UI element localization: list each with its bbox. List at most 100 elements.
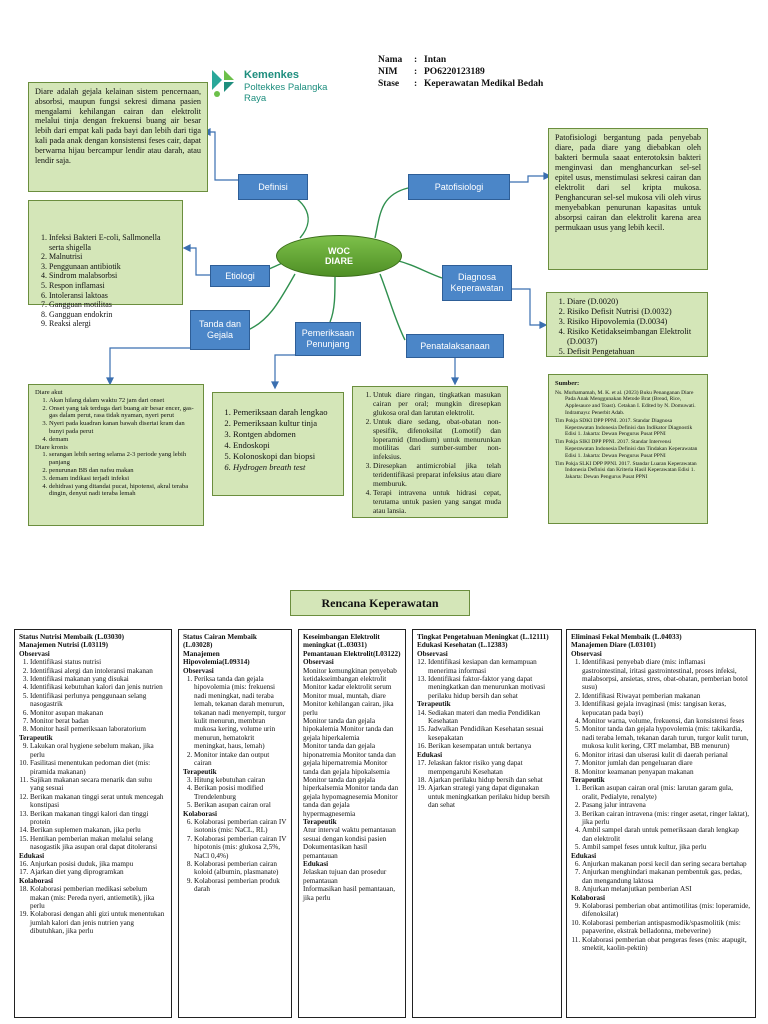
list-item: Kolaborasi pemberian cairan IV hipotonis… [194,835,287,860]
node-diagnosa[interactable]: Diagnosa Keperawatan [442,265,512,301]
column-heading: Status Nutrisi Membaik (L.03030) [19,633,125,641]
list-item: dehidrasi yang ditandai pucat, hipotensi… [49,483,197,499]
list-item: Berikan asupan cairan oral (mis: larutan… [582,784,751,801]
node-pemeriksaan[interactable]: Pemeriksaan Penunjang [295,322,361,356]
list-item: Diresepkan antimicrobial jika telah teri… [373,461,501,489]
list-item: Ambil sampel darah untuk pemeriksaan dar… [582,826,751,843]
etiologi-box: Infeksi Bakteri E-coli, Sallmonella sert… [28,200,183,328]
node-definisi[interactable]: Definisi [238,174,308,200]
node-patofisiologi[interactable]: Patofisiologi [408,174,510,200]
section-list: Kolaborasi pemberian cairan IV isotonis … [183,818,287,894]
diare-akut-list: Akan hilang dalam waktu 72 jam dari onse… [35,397,197,444]
student-name: Intan [424,55,447,65]
list-item: Gangguan motilitas [49,300,176,310]
list-item: Monitor jumlah dan pengeluaran diare [582,759,751,767]
section-label: Terapeutik [183,767,217,776]
list-item: Hitung kebutuhan cairan [194,776,287,784]
list-item: Kolaborasi pemberian antispasmodik/spasm… [582,919,751,936]
list-item: Identifikasi makanan yang disukai [30,675,167,683]
list-item: Monitor tanda dan gejala hipokalemia Mon… [303,717,394,742]
list-item: Pemeriksaan kultur tinja [233,418,337,429]
section-list: Periksa tanda dan gejala hipovolemia (mi… [183,675,287,767]
list-item: Pemeriksaan darah lengkao [233,407,337,418]
list-item: Diare (D.0020) [567,297,701,307]
list-item: Periksa tanda dan gejala hipovolemia (mi… [194,675,287,751]
list-item: Anjurkan posisi duduk, jika mampu [30,860,167,868]
list-item: Monitor kadar elektrolit serum [303,683,392,692]
penatalaksanaan-box: Untuk diare ringan, tingkatkan masukan c… [352,386,508,518]
node-penatalaksanaan[interactable]: Penatalaksanaan [406,334,504,358]
sumber-title: Sumber: [555,380,580,387]
list-item: Identifikasi alergi dan intoleransi maka… [30,667,167,675]
list-item: Penggunaan antibiotik [49,262,176,272]
list-item: Endoskopi [233,440,337,451]
list-item: Sindrom malabsorbsi [49,271,176,281]
list-item: Ajarkan strategi yang dapat digunakan un… [428,784,557,809]
list-item: Sajikan makanan secara menarik dan suhu … [30,776,167,793]
list-item: Risiko Defisit Nutrisi (D.0032) [567,307,701,317]
column-heading: Eliminasi Fekal Membaik (L.04033) [571,633,682,641]
arrow-patofisiologi [510,175,544,183]
arrow-tanda [109,347,190,378]
list-item: Monitor intake dan output cairan [194,751,287,768]
list-item: Gangguan endokrin [49,310,176,320]
column-heading: Manajemen Nutrisi (L03119) [19,641,109,650]
section-list: Kolaborasi pemberian medikasi sebelum ma… [19,885,167,935]
list-item: Berikan posisi modified Trendelenburg [194,784,287,801]
list-item: Anjurkan melanjutkan pemberian ASI [582,885,751,893]
section-label: Observasi [571,649,602,658]
student-info: Nama:Intan NIM:PO6220123189 Stase:Kepera… [378,55,544,89]
penatalaksanaan-list: Untuk diare ringan, tingkatkan masukan c… [359,390,501,516]
section-list: Sediakan materi dan media Pendidikan Kes… [417,709,557,751]
list-item: Monitor asupan makanan [30,709,167,717]
list-item: Identifikasi gejala invaginasi (mis: tan… [582,700,751,717]
list-item: Fasilitasi menentukan pedoman diet (mis:… [30,759,167,776]
branch-pemeriksaan [329,276,336,323]
section-label: Terapeutik [303,817,337,826]
list-item: Dokumentasikan hasil pemantauan [303,843,368,860]
section-list: Anjurkan posisi duduk, jika mampuAjarkan… [19,860,167,877]
list-item: Kolaborasi dengan ahli gizi untuk menent… [30,910,167,935]
section-list: Identifikasi penyebab diare (mis: inflam… [571,658,751,776]
kemenkes-logo: Kemenkes Poltekkes Palangka Raya [206,66,346,104]
list-item: Risiko Ketidakseimbangan Elektrolit (D.0… [567,327,701,347]
list-item: Ajarkan diet yang diprogramkan [30,868,167,876]
section-list: Berikan asupan cairan oral (mis: larutan… [571,784,751,851]
node-tanda[interactable]: Tanda dan Gejala [190,310,250,350]
section-label: Observasi [303,658,334,667]
list-item: Infeksi Bakteri E-coli, Sallmonella sert… [49,233,176,252]
rencana-column-5: Eliminasi Fekal Membaik (L.04033)Manajem… [566,629,756,1018]
list-item: Akan hilang dalam waktu 72 jam dari onse… [49,397,197,405]
patofisiologi-box: Patofisiologi bergantung pada penyebab d… [548,128,708,270]
rencana-column-1: Status Nutrisi Membaik (L.03030)Manajeme… [14,629,172,1018]
arrow-definisi [210,131,238,181]
list-item: Identifikasi Riwayat pemberian makanan [582,692,751,700]
list-item: Hydrogen breath test [233,462,337,473]
rencana-column-2: Status Cairan Membaik (L.03028)Manajemen… [178,629,292,1018]
node-etiologi[interactable]: Etiologi [210,265,270,287]
list-item: Monitor warna, volume, frekuensi, dan ko… [582,717,751,725]
section-list: Hitung kebutuhan cairanBerikan posisi mo… [183,776,287,810]
list-item: Anjurkan makanan porsi kecil dan sering … [582,860,751,868]
list-item: Intoleransi laktoas [49,291,176,301]
list-item: Berikan cairan intravena (mis: ringer as… [582,810,751,827]
list-item: Atur interval waktu pemantauan sesuai de… [303,826,396,843]
list-item: Pasang jalur intravena [582,801,751,809]
list-item: Rontgen abdomen [233,429,337,440]
list-item: Monitor berat badan [30,717,167,725]
rencana-column-3: Keseimbangan Elektrolit meningkat (L.030… [298,629,406,1018]
list-item: Berikan asupan cairan oral [194,801,287,809]
section-label: Edukasi [303,859,329,868]
pemeriksaan-list: Pemeriksaan darah lengkaoPemeriksaan kul… [219,407,337,473]
list-item: demam [49,436,197,444]
list-item: Berikan makanan tinggi kalori dan tinggi… [30,810,167,827]
list-item: Untuk diare sedang, obat-obatan non-spes… [373,417,501,463]
list-item: Untuk diare ringan, tingkatkan masukan c… [373,390,501,418]
list-item: Identifikasi penyebab diare (mis: inflam… [582,658,751,692]
list-item: Identifikasi status nutrisi [30,658,167,666]
list-item: Reaksi alergi [49,319,176,329]
list-item: Monitor kemungkinan penyebab ketidakseim… [303,666,397,684]
list-item: Terapi intravena untuk hidrasi cepat, te… [373,488,501,516]
woc-title: WOC [328,246,350,256]
list-item: Kolaborasi pemberian produk darah [194,877,287,894]
